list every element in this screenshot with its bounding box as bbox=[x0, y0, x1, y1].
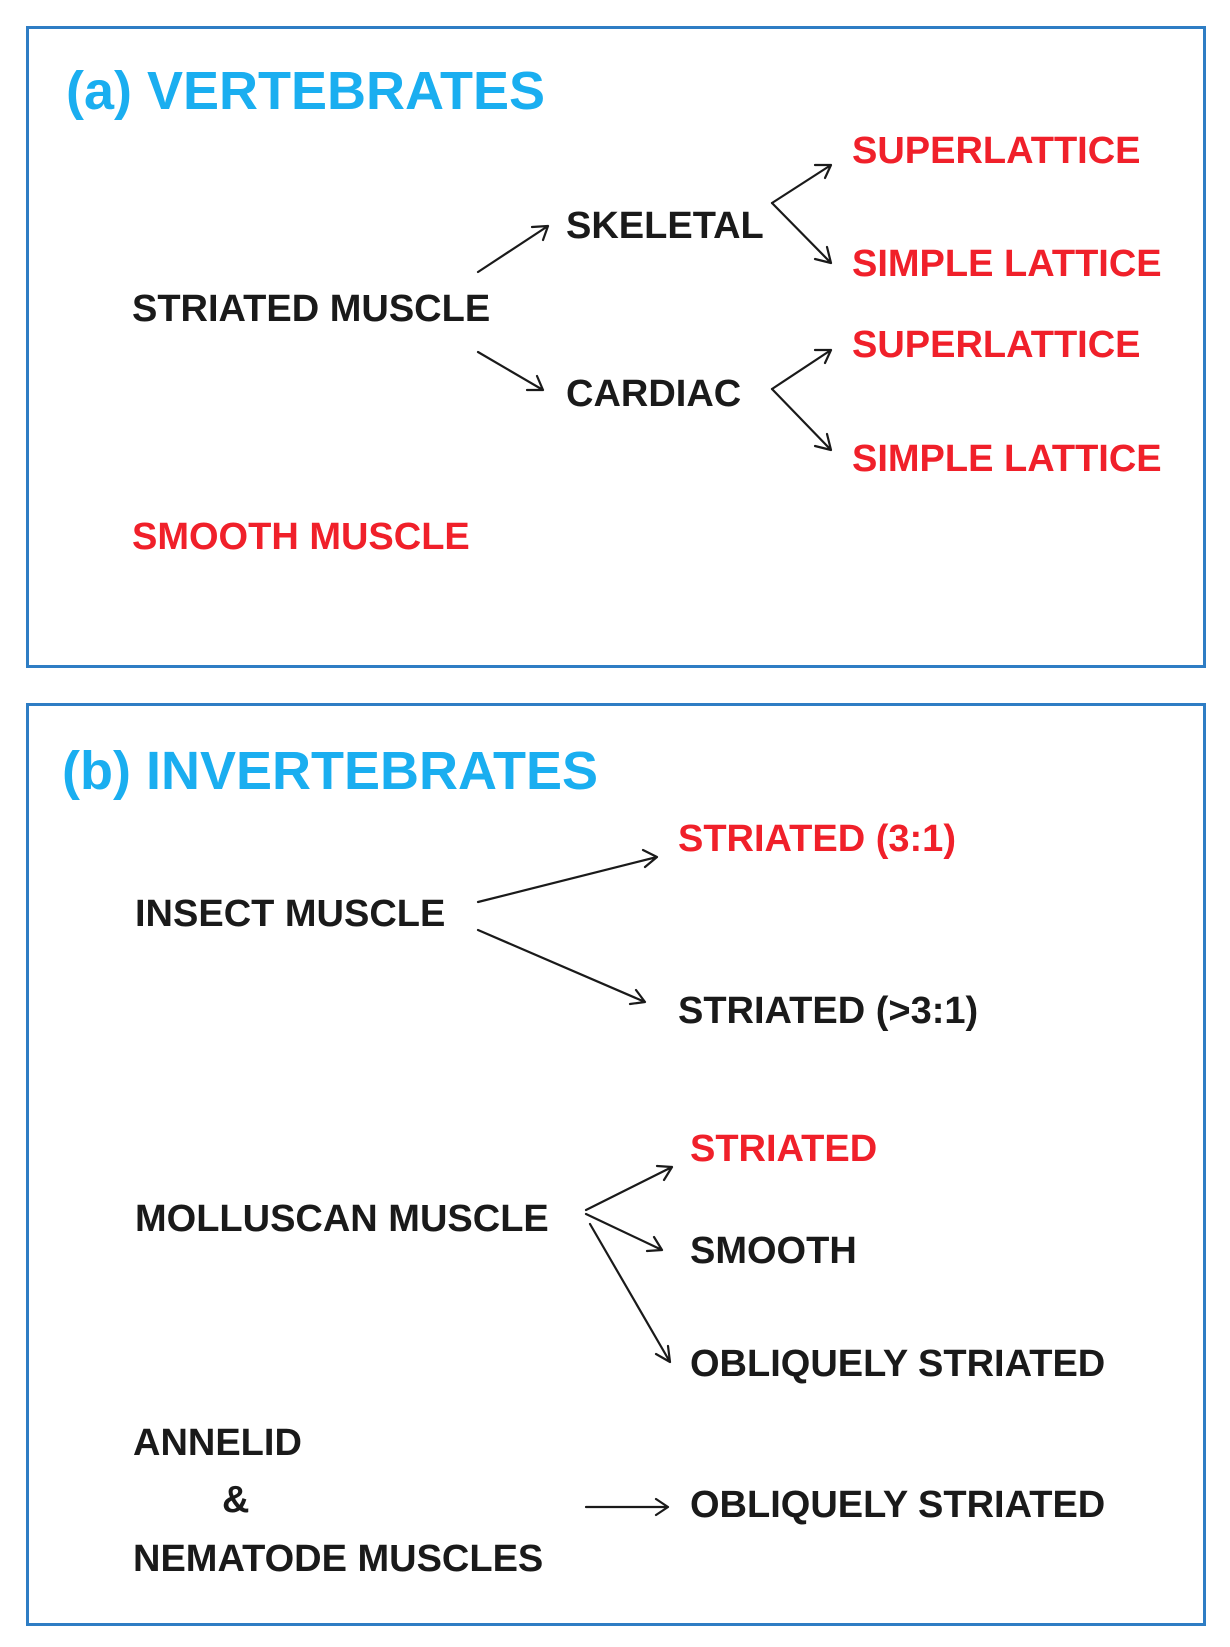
panel-vertebrates bbox=[26, 26, 1206, 668]
skeletal-superlattice-label: SUPERLATTICE bbox=[852, 130, 1141, 172]
molluscan-muscle-label: MOLLUSCAN MUSCLE bbox=[135, 1198, 549, 1240]
annelid-label: ANNELID bbox=[133, 1422, 302, 1464]
striated-muscle-label: STRIATED MUSCLE bbox=[132, 288, 491, 330]
cardiac-superlattice-label: SUPERLATTICE bbox=[852, 324, 1141, 366]
smooth-muscle-label: SMOOTH MUSCLE bbox=[132, 516, 470, 558]
insect-striated-3-1-label: STRIATED (3:1) bbox=[678, 818, 956, 860]
cardiac-simple-lattice-label: SIMPLE LATTICE bbox=[852, 438, 1162, 480]
skeletal-label: SKELETAL bbox=[566, 205, 764, 247]
panel-b-heading: (b) INVERTEBRATES bbox=[62, 741, 598, 801]
molluscan-obliquely-striated-label: OBLIQUELY STRIATED bbox=[690, 1343, 1106, 1385]
skeletal-simple-lattice-label: SIMPLE LATTICE bbox=[852, 243, 1162, 285]
nematode-muscles-label: NEMATODE MUSCLES bbox=[133, 1538, 544, 1580]
ampersand-label: & bbox=[222, 1479, 250, 1521]
panel-a-heading: (a) VERTEBRATES bbox=[66, 61, 546, 121]
molluscan-smooth-label: SMOOTH bbox=[690, 1230, 857, 1272]
insect-striated-gt-3-1-label: STRIATED (>3:1) bbox=[678, 990, 979, 1032]
annelid-obliquely-striated-label: OBLIQUELY STRIATED bbox=[690, 1484, 1106, 1526]
insect-muscle-label: INSECT MUSCLE bbox=[135, 893, 446, 935]
cardiac-label: CARDIAC bbox=[566, 373, 742, 415]
molluscan-striated-label: STRIATED bbox=[690, 1128, 878, 1170]
